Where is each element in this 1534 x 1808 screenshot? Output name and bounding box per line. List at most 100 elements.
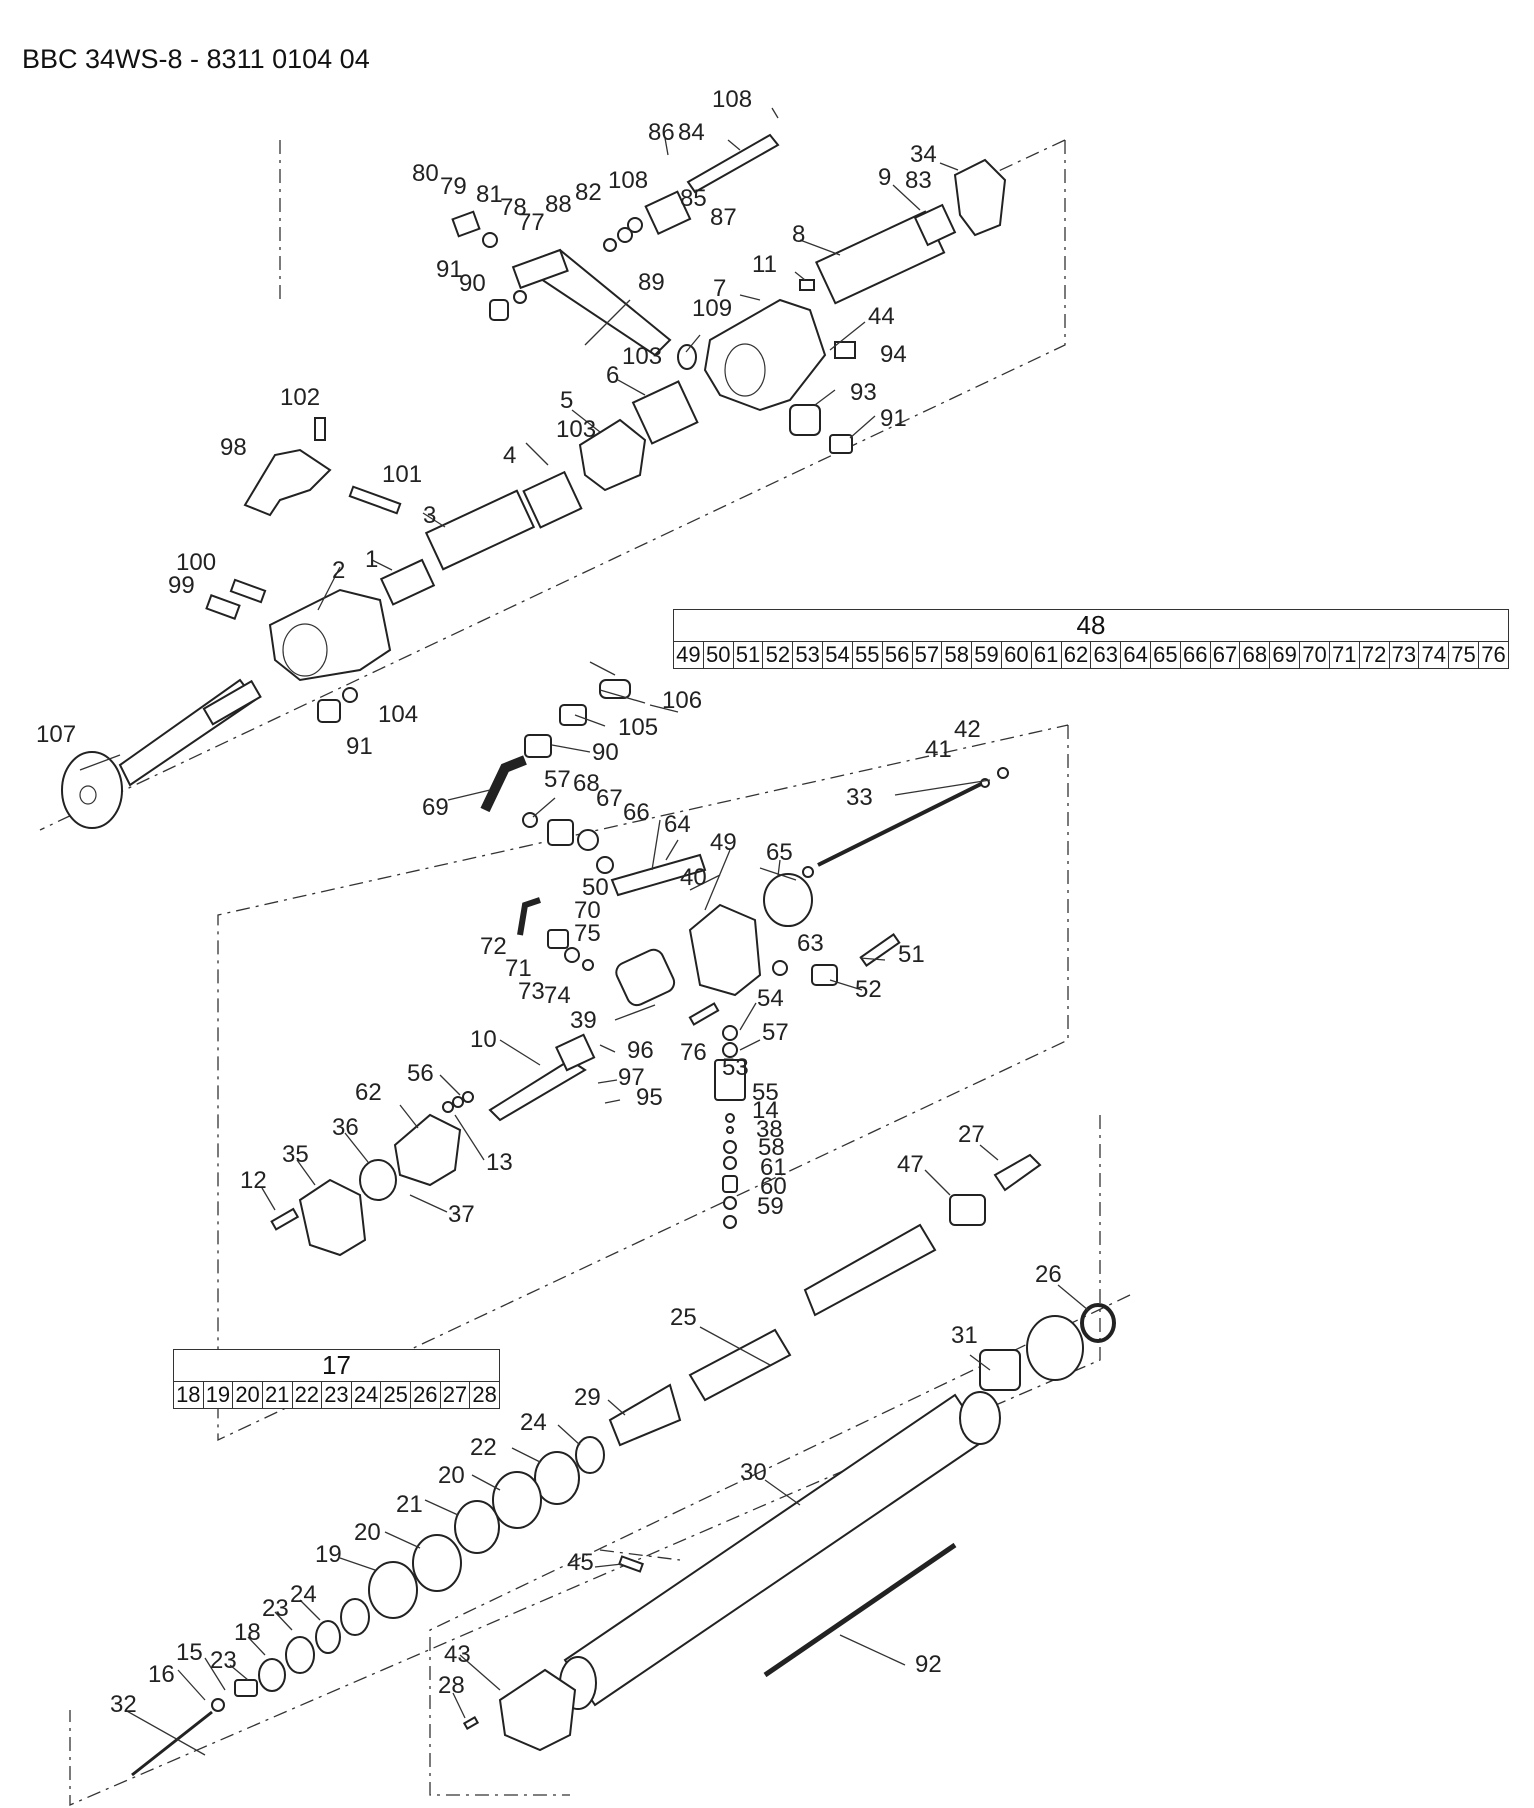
part-label-61: 61 [760, 1154, 787, 1181]
part-26-nut [1026, 1315, 1084, 1381]
part-label-92: 92 [915, 1651, 942, 1678]
part-label-70: 70 [574, 897, 601, 924]
group-item-63: 63 [1090, 641, 1122, 669]
part-label-57: 57 [544, 766, 571, 793]
group-item-21: 21 [261, 1381, 293, 1409]
part-label-59: 59 [757, 1193, 784, 1220]
part-29 [608, 1383, 682, 1447]
part-label-8: 8 [792, 221, 805, 248]
part-label-36: 36 [332, 1114, 359, 1141]
part-label-41: 41 [925, 736, 952, 763]
part-label-1: 1 [365, 546, 378, 573]
group-item-23: 23 [321, 1381, 352, 1409]
part-34 [953, 158, 1007, 237]
group-item-25: 25 [380, 1381, 411, 1409]
part-3 [424, 489, 536, 571]
part-31-top [803, 1223, 937, 1317]
part-label-19: 19 [315, 1541, 342, 1568]
part-label-10: 10 [470, 1026, 497, 1053]
part-label-5: 5 [560, 387, 573, 414]
group-item-66: 66 [1179, 641, 1211, 669]
group-item-68: 68 [1239, 641, 1271, 669]
part-98 [243, 448, 332, 517]
part-20b [412, 1534, 462, 1592]
group-item-71: 71 [1328, 641, 1360, 669]
part-label-100: 100 [176, 549, 216, 576]
part-label-80: 80 [412, 160, 439, 187]
part-label-99: 99 [168, 572, 195, 599]
group-item-70: 70 [1299, 641, 1330, 669]
group-item-18: 18 [173, 1381, 204, 1409]
part-label-88: 88 [545, 191, 572, 218]
part-label-18: 18 [234, 1619, 261, 1646]
group-item-74: 74 [1418, 641, 1450, 669]
group-item-55: 55 [851, 641, 883, 669]
part-label-20: 20 [354, 1519, 381, 1546]
part-label-97: 97 [618, 1064, 645, 1091]
group-item-64: 64 [1120, 641, 1151, 669]
part-label-21: 21 [396, 1491, 423, 1518]
part-label-51: 51 [898, 941, 925, 968]
part-label-12: 12 [240, 1167, 267, 1194]
group-item-26: 26 [410, 1381, 441, 1409]
part-label-9: 9 [878, 164, 891, 191]
group-item-19: 19 [202, 1381, 234, 1409]
part-2 [268, 588, 392, 682]
part-107 [61, 751, 123, 829]
group-item-50: 50 [702, 641, 734, 669]
part-53 [714, 1059, 746, 1101]
part-label-29: 29 [574, 1384, 601, 1411]
part-label-56: 56 [407, 1060, 434, 1087]
part-label-103: 103 [622, 343, 662, 370]
part-label-7: 7 [713, 275, 726, 302]
part-label-32: 32 [110, 1691, 137, 1718]
part-label-27: 27 [958, 1121, 985, 1148]
part-label-89: 89 [638, 269, 665, 296]
part-label-91: 91 [346, 733, 373, 760]
group-item-20: 20 [232, 1381, 263, 1409]
part-label-39: 39 [570, 1007, 597, 1034]
part-label-15: 15 [176, 1639, 203, 1666]
part-label-109: 109 [692, 295, 732, 322]
part-label-57: 57 [762, 1019, 789, 1046]
part-label-13: 13 [486, 1149, 513, 1176]
part-label-67: 67 [596, 785, 623, 812]
part-49 [688, 903, 762, 997]
part-label-77: 77 [518, 209, 545, 236]
part-label-30: 30 [740, 1459, 767, 1486]
group-item-72: 72 [1358, 641, 1390, 669]
part-label-96: 96 [627, 1037, 654, 1064]
part-64 [610, 853, 707, 897]
part-label-31: 31 [951, 1322, 978, 1349]
part-label-4: 4 [503, 442, 516, 469]
part-label-106: 106 [662, 687, 702, 714]
part-39 [615, 948, 676, 1007]
part-label-37: 37 [448, 1201, 475, 1228]
part-label-43: 43 [444, 1641, 471, 1668]
part-label-35: 35 [282, 1141, 309, 1168]
part-label-42: 42 [954, 716, 981, 743]
group-item-22: 22 [291, 1381, 323, 1409]
part-label-76: 76 [680, 1039, 707, 1066]
part-83 [644, 190, 692, 236]
group-item-54: 54 [822, 641, 853, 669]
part-label-58: 58 [758, 1134, 785, 1161]
part-label-90: 90 [592, 739, 619, 766]
part-label-22: 22 [470, 1434, 497, 1461]
group-item-75: 75 [1448, 641, 1479, 669]
part-label-95: 95 [636, 1084, 663, 1111]
part-label-86: 86 [648, 119, 675, 146]
part-label-79: 79 [440, 173, 467, 200]
part-label-44: 44 [868, 303, 895, 330]
part-label-91: 91 [880, 405, 907, 432]
part-label-103: 103 [556, 416, 596, 443]
part-label-93: 93 [850, 379, 877, 406]
part-label-75: 75 [574, 920, 601, 947]
part-label-68: 68 [573, 770, 600, 797]
part-label-107: 107 [36, 721, 76, 748]
group-header-48: 48 [673, 609, 1509, 642]
group-item-65: 65 [1150, 641, 1181, 669]
group-item-61: 61 [1030, 641, 1062, 669]
part-label-101: 101 [382, 461, 422, 488]
